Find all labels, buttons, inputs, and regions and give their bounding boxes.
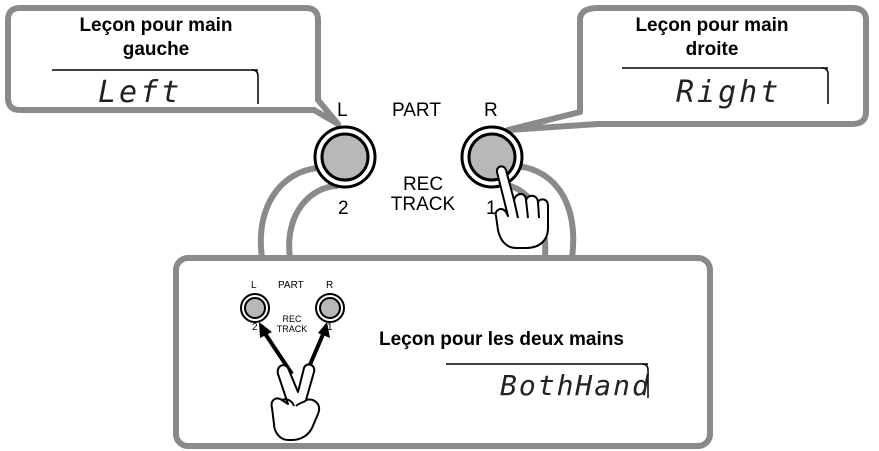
mini-track-left-num: 2 <box>252 322 258 333</box>
lcd-right-text: Right <box>676 75 782 110</box>
callout-left-title: Leçon pour main gauche <box>79 15 233 60</box>
mini-track-label: TRACK <box>276 324 308 334</box>
lcd-left-text: Left <box>98 75 183 110</box>
mini-right-label: R <box>326 280 334 291</box>
mini-track-right-num: 1 <box>327 322 333 333</box>
callout-right-box <box>505 5 869 133</box>
mini-rec-label: REC <box>282 314 302 324</box>
panel-track-label: TRACK <box>390 194 456 215</box>
callout-left-box <box>5 5 341 127</box>
connector-arc-left-inner <box>286 183 339 259</box>
two-finger-hand-icon <box>270 363 320 441</box>
button-left-part[interactable] <box>313 125 377 189</box>
connector-arc-right <box>511 163 577 259</box>
panel-rec-label: REC <box>402 174 444 195</box>
lcd-bottom-edge <box>641 363 649 398</box>
panel-track-right-num: 1 <box>486 198 497 219</box>
lcd-right-edge <box>821 67 829 104</box>
panel-track-left-num: 2 <box>338 198 349 219</box>
pointing-hand-icon <box>494 165 549 249</box>
button-right-part[interactable] <box>460 125 524 189</box>
mini-left-label: L <box>251 280 257 291</box>
mini-button-right <box>315 293 345 323</box>
lcd-left-edge <box>251 69 259 104</box>
panel-right-label: R <box>484 100 498 121</box>
panel-left-label: L <box>337 100 348 121</box>
mini-button-left <box>240 293 270 323</box>
connector-arc-left <box>257 164 327 259</box>
callout-bottom-title: Leçon pour les deux mains <box>379 329 624 350</box>
panel-part-label: PART <box>392 100 441 121</box>
callout-right-title: Leçon pour main droite <box>635 15 789 60</box>
lcd-bottom-text: BothHand <box>500 369 651 402</box>
mini-part-label: PART <box>278 280 304 291</box>
